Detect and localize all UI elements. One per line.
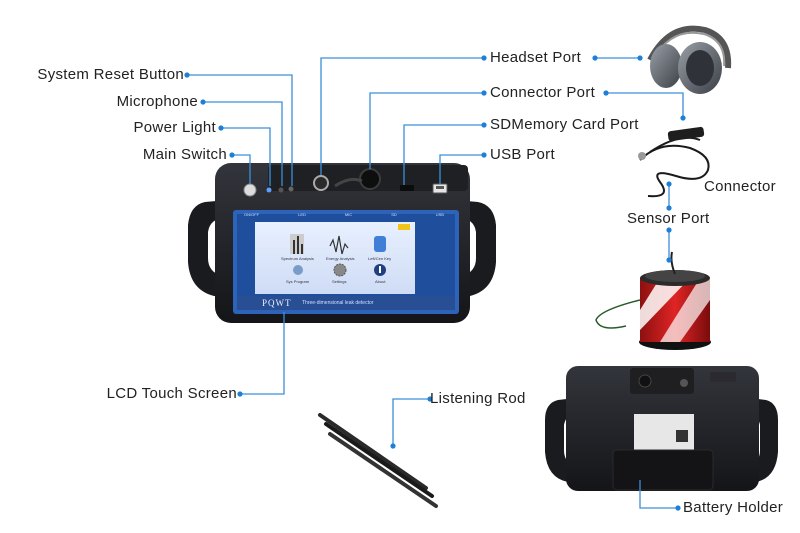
sensor-illustration: [595, 251, 711, 350]
lcd-screen: [255, 222, 415, 294]
listening-rod-illustration: [318, 413, 438, 508]
screen-menu-item-3: Left/Cen Key: [368, 256, 392, 261]
device-brand: PQWT: [262, 298, 292, 308]
label-usb-port: USB Port: [490, 146, 555, 163]
status-onoff: ON/OFF: [244, 212, 260, 217]
left-handle: [188, 200, 240, 298]
label-lcd-touch-screen: LCD Touch Screen: [106, 385, 237, 402]
label-microphone: Microphone: [116, 93, 198, 110]
status-usb: USB: [435, 212, 444, 217]
microphone-hole: [278, 187, 284, 193]
callout-lines: [187, 57, 684, 509]
label-battery-holder: Battery Holder: [683, 499, 784, 516]
status-sd: SD: [391, 212, 397, 217]
reset-button: [288, 186, 294, 192]
label-connector: Connector: [704, 178, 776, 195]
screen-icons: [290, 234, 386, 277]
label-headset-port: Headset Port: [490, 49, 582, 66]
label-system-reset-button: System Reset Button: [37, 66, 184, 83]
right-handle: [444, 200, 496, 298]
label-sdmemory-card-port: SDMemory Card Port: [490, 116, 639, 133]
status-mic: MIC: [344, 212, 353, 217]
label-main-switch: Main Switch: [142, 146, 227, 163]
label-connector-port: Connector Port: [490, 84, 596, 101]
screen-menu-item-5: Settings: [332, 279, 347, 284]
headset-port: [313, 175, 329, 191]
connector-port: [359, 168, 381, 190]
main-switch-button: [243, 183, 257, 197]
device-status-bar: ON/OFF LED MIC SD USB: [244, 212, 444, 217]
screen-menu-item-1: Spectrum Analysis: [281, 256, 314, 261]
callout-dots: [184, 55, 686, 511]
power-light: [266, 187, 272, 193]
screen-menu-item-4: Sys Program: [286, 279, 310, 284]
main-device: [188, 163, 496, 323]
screen-menu-item-6: About: [375, 279, 386, 284]
connector-illustration: [638, 126, 710, 198]
sd-card-port: [400, 185, 414, 191]
label-sensor-port: Sensor Port: [627, 210, 710, 227]
device-tagline: Three-dimensional leak detector: [302, 300, 374, 306]
status-led: LED: [298, 212, 306, 217]
screen-menu-item-2: Energy Analysis: [326, 256, 355, 261]
label-power-light: Power Light: [133, 119, 216, 136]
device-back: [545, 366, 778, 491]
label-listening-rod: Listening Rod: [430, 390, 526, 407]
headset-illustration: [647, 25, 732, 94]
